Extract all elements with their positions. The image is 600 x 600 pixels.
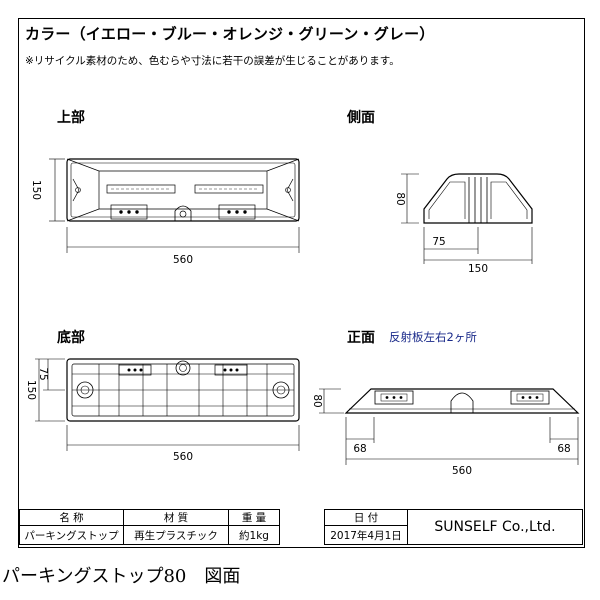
view-label-side: 側面 <box>347 110 375 126</box>
material-label: 材 質 <box>123 509 229 526</box>
date-value: 2017年4月1日 <box>324 525 408 545</box>
dim-front-width: 560 <box>452 465 472 477</box>
material-note: ※リサイクル素材のため、色むらや寸法に若干の誤差が生じることがあります。 <box>25 55 400 67</box>
dim-side-depth: 150 <box>468 263 488 275</box>
name-label: 名 称 <box>19 509 124 526</box>
technical-drawing: 150 560 80 75 150 75 150 560 80 68 68 56… <box>25 158 580 477</box>
reflector-note: 反射板左右2ヶ所 <box>389 330 477 344</box>
dim-bottom-height: 150 <box>25 380 37 400</box>
dim-top-width: 560 <box>173 254 193 266</box>
weight-value: 約1kg <box>228 525 280 545</box>
company-name: SUNSELF Co.,Ltd. <box>407 509 583 545</box>
date-label: 日 付 <box>324 509 408 526</box>
side-view <box>401 173 533 264</box>
dim-side-height: 80 <box>394 192 406 205</box>
weight-label: 重 量 <box>228 509 280 526</box>
top-view <box>49 158 300 253</box>
dim-bottom-width: 560 <box>173 451 193 463</box>
dim-front-height: 80 <box>311 394 323 407</box>
view-label-front: 正面 <box>347 330 375 346</box>
dim-side-inner: 75 <box>432 236 445 248</box>
front-view <box>319 388 580 465</box>
bottom-view <box>35 358 300 451</box>
dim-front-left: 68 <box>353 443 366 455</box>
color-title: カラー（イエロー・ブルー・オレンジ・グリーン・グレー） <box>25 25 435 43</box>
drawing-caption: パーキングストップ80 図面 <box>2 566 241 587</box>
dim-top-height: 150 <box>30 180 42 200</box>
dim-front-right: 68 <box>557 443 570 455</box>
drawing-sheet: カラー（イエロー・ブルー・オレンジ・グリーン・グレー） ※リサイクル素材のため、… <box>18 18 585 548</box>
name-value: パーキングストップ <box>19 525 124 545</box>
view-label-bottom: 底部 <box>57 330 85 346</box>
material-value: 再生プラスチック <box>123 525 229 545</box>
dim-bottom-half: 75 <box>37 367 49 380</box>
title-block: 名 称 材 質 重 量 パーキングストップ 再生プラスチック 約1kg 日 付 … <box>19 509 583 547</box>
view-label-top: 上部 <box>57 110 85 126</box>
